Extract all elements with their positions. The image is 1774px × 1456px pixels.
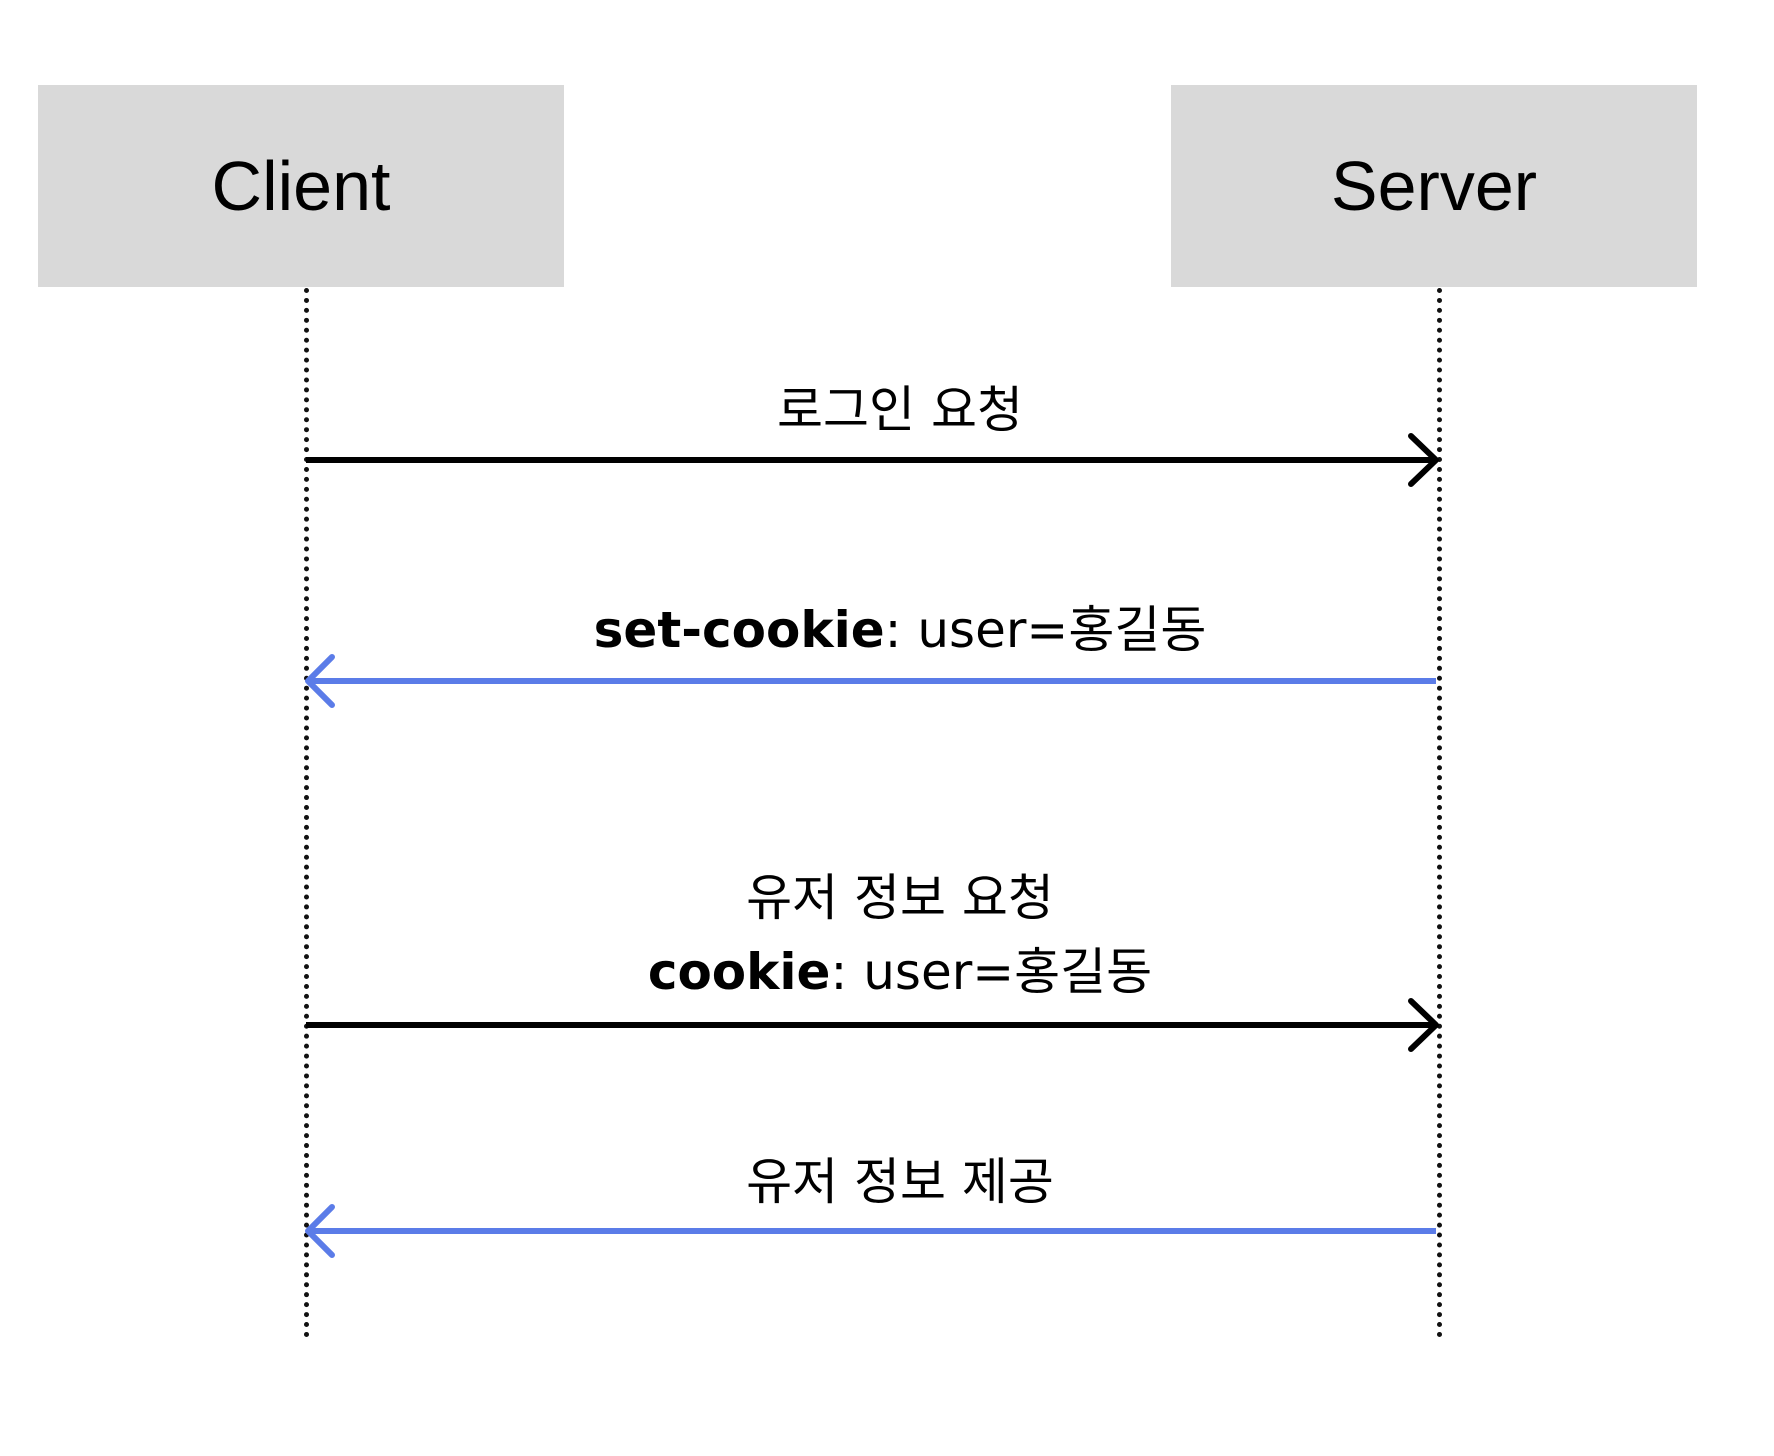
message-label-set-cookie: set-cookie: user=홍길동 <box>450 594 1350 666</box>
header-value: : user=홍길동 <box>884 601 1207 659</box>
server-lifeline <box>1437 288 1442 1338</box>
client-actor-label: Client <box>211 147 391 225</box>
arrow-set-cookie-response <box>305 654 1436 708</box>
message-label-user-info-request: 유저 정보 요청 <box>746 869 1054 927</box>
server-actor-box: Server <box>1171 85 1697 287</box>
header-value: : user=홍길동 <box>830 943 1153 1001</box>
arrow-user-info-response <box>305 1204 1436 1258</box>
header-name: set-cookie <box>593 601 885 659</box>
client-actor-box: Client <box>38 85 564 287</box>
header-name: cookie <box>647 943 831 1001</box>
message-label-login-request: 로그인 요청 <box>777 381 1023 439</box>
message-label-cookie: cookie: user=홍길동 <box>450 936 1350 1008</box>
client-lifeline <box>304 288 309 1338</box>
server-actor-label: Server <box>1330 147 1538 225</box>
arrow-user-info-request <box>306 998 1439 1052</box>
message-label-user-info-response: 유저 정보 제공 <box>746 1153 1054 1211</box>
arrow-login-request <box>306 433 1439 487</box>
